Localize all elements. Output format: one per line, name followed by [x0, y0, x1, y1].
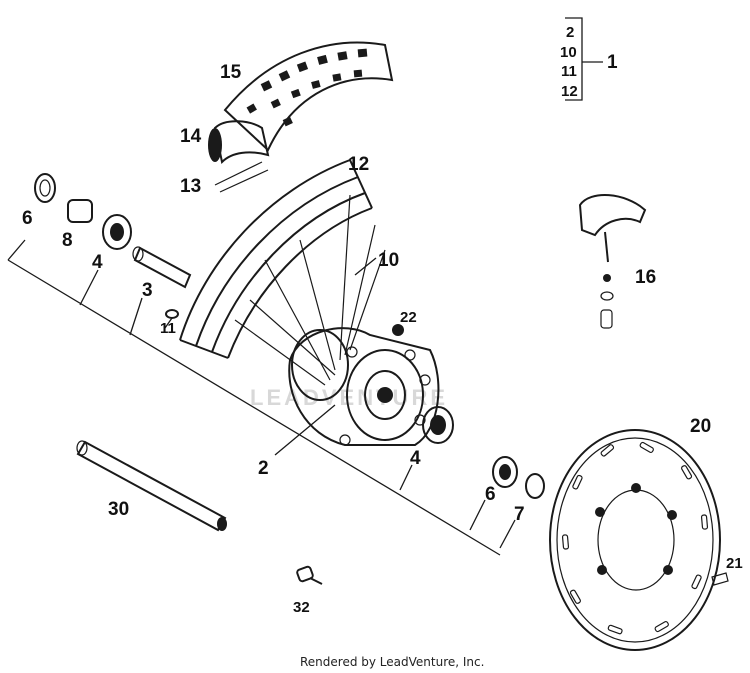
- callout-8: 8: [62, 230, 73, 251]
- callout-2: 2: [258, 458, 269, 479]
- footer-credit: Rendered by LeadVenture, Inc.: [300, 655, 484, 669]
- callout-2-kit: 2: [566, 24, 574, 41]
- callout-6-right: 6: [485, 484, 496, 505]
- callout-15: 15: [220, 62, 242, 83]
- callout-10: 10: [378, 250, 399, 271]
- callout-11: 11: [160, 320, 176, 337]
- callout-32: 32: [293, 599, 310, 616]
- left-assembly-line: [7, 239, 501, 556]
- bolt-22-part: [392, 324, 404, 336]
- bearing-4-left-part: [102, 214, 132, 250]
- callout-22: 22: [400, 309, 417, 326]
- brake-disc-20-part: [549, 429, 721, 651]
- kit-bracket: 2 10 11 12 1: [560, 17, 618, 101]
- spacer-8-part: [67, 199, 93, 223]
- callout-21: 21: [726, 555, 743, 572]
- callout-6-left: 6: [22, 208, 33, 229]
- axle-30-part: [76, 440, 227, 532]
- bolt-21-part: [711, 572, 729, 586]
- bolt-32-part: [296, 565, 323, 585]
- callout-30: 30: [108, 499, 129, 520]
- callout-11-kit: 11: [561, 63, 577, 80]
- spokes-part: [234, 194, 386, 386]
- callout-16: 16: [635, 267, 656, 288]
- seal-6-right-part: [469, 456, 518, 531]
- callout-4-right: 4: [410, 448, 421, 469]
- pin-11-part: [165, 309, 179, 319]
- callout-4-left: 4: [92, 252, 103, 273]
- seal-6-left-part: [34, 173, 56, 203]
- callout-12-kit: 12: [561, 83, 578, 100]
- tube-part: [208, 120, 270, 193]
- spacer-7-part: [499, 473, 545, 549]
- callout-7: 7: [514, 504, 525, 525]
- callout-12-rim: 12: [348, 154, 369, 175]
- spacer-tube-3-part: [132, 246, 192, 289]
- callout-10-kit: 10: [560, 44, 577, 61]
- valve-16-part: [578, 193, 647, 329]
- callout-20: 20: [690, 416, 711, 437]
- callout-1: 1: [607, 52, 618, 73]
- tire-part: [223, 41, 394, 152]
- bearing-4-right-part: [399, 406, 454, 491]
- callout-14: 14: [180, 126, 202, 147]
- callout-13: 13: [180, 176, 201, 197]
- callout-3: 3: [142, 280, 153, 301]
